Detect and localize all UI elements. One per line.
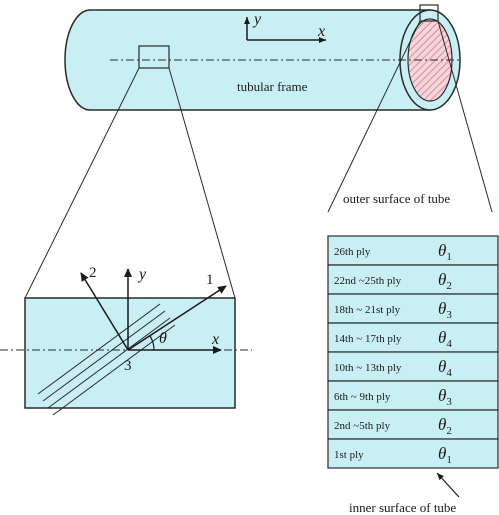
- end-detail-box: [419, 4, 439, 22]
- dir-2-label: 2: [89, 265, 97, 281]
- ply-cell: [327, 264, 499, 295]
- ply-name: 14th ~ 17th ply: [334, 333, 402, 345]
- ply-angle-symbol: θ: [438, 328, 446, 347]
- dir-1-arrow: [127, 285, 227, 351]
- ply-name: 22nd ~25th ply: [334, 275, 402, 287]
- ply-angle: θ3: [438, 299, 452, 321]
- tube-detail-box: [138, 45, 170, 69]
- ply-row: 2nd ~5th ply θ2: [327, 409, 499, 440]
- ply-angle-symbol: θ: [438, 241, 446, 260]
- ply-row: 26th ply θ1: [327, 235, 499, 266]
- ply-name: 6th ~ 9th ply: [334, 391, 391, 403]
- theta-arc: [149, 335, 155, 351]
- ply-angle-index: 1: [446, 251, 452, 263]
- ply-name: 10th ~ 13th ply: [334, 362, 402, 374]
- ply-angle-symbol: θ: [438, 299, 446, 318]
- ply-angle-symbol: θ: [438, 270, 446, 289]
- ply-angle: θ4: [438, 357, 452, 379]
- element-detail: 2 y 1 θ x 3: [0, 265, 252, 416]
- ply-cell: [327, 409, 499, 440]
- ply-name: 2nd ~5th ply: [334, 420, 391, 432]
- ply-angle: θ2: [438, 270, 452, 292]
- ply-row: 18th ~ 21st ply θ3: [327, 293, 499, 324]
- inner-surface-pointer: [436, 472, 460, 498]
- ply-row: 14th ~ 17th ply θ4: [327, 322, 499, 353]
- ply-angle-symbol: θ: [438, 415, 446, 434]
- ply-angle-index: 3: [446, 396, 452, 408]
- ply-cell: [327, 438, 499, 469]
- tube-y-axis-label: y: [252, 11, 262, 28]
- ply-angle-symbol: θ: [438, 357, 446, 376]
- dir-3-label: 3: [124, 358, 132, 374]
- ply-name: 1st ply: [334, 449, 364, 461]
- ply-cell: [327, 293, 499, 324]
- zoom-lines: [24, 20, 493, 299]
- ply-angle-index: 2: [446, 425, 452, 437]
- ply-cell: [327, 351, 499, 382]
- ply-angle: θ2: [438, 415, 452, 437]
- element-x-axis-label: x: [211, 331, 219, 348]
- fiber-lines: [37, 303, 176, 416]
- tube-x-axis-label: x: [317, 23, 325, 40]
- ply-cell: [327, 380, 499, 411]
- dir-1-label: 1: [206, 272, 214, 288]
- theta-label: θ: [159, 330, 167, 347]
- element-y-axis-label: y: [137, 266, 147, 283]
- ply-angle: θ3: [438, 386, 452, 408]
- ply-angle: θ4: [438, 328, 452, 350]
- ply-angle-symbol: θ: [438, 386, 446, 405]
- ply-angle-index: 4: [446, 367, 452, 379]
- ply-row: 10th ~ 13th ply θ4: [327, 351, 499, 382]
- ply-cell: [327, 235, 499, 266]
- tube-label: tubular frame: [237, 79, 308, 94]
- ply-angle-index: 3: [446, 309, 452, 321]
- ply-angle-index: 2: [446, 280, 452, 292]
- ply-name: 18th ~ 21st ply: [334, 304, 401, 316]
- ply-angle-index: 1: [446, 454, 452, 466]
- ply-name: 26th ply: [334, 246, 371, 258]
- ply-row: 6th ~ 9th ply θ3: [327, 380, 499, 411]
- outer-surface-label: outer surface of tube: [343, 191, 450, 206]
- ply-row: 1st ply θ1: [327, 438, 499, 469]
- ply-angle: θ1: [438, 444, 452, 466]
- ply-angle-symbol: θ: [438, 444, 446, 463]
- ply-angle: θ1: [438, 241, 452, 263]
- tubular-frame: y x tubular frame: [64, 4, 461, 111]
- ply-angle-index: 4: [446, 338, 452, 350]
- tube-body: [64, 9, 431, 111]
- dir-2-arrow: [80, 272, 129, 351]
- ply-row: 22nd ~25th ply θ2: [327, 264, 499, 295]
- inner-surface-label: inner surface of tube: [349, 500, 456, 515]
- element-box: [24, 297, 236, 409]
